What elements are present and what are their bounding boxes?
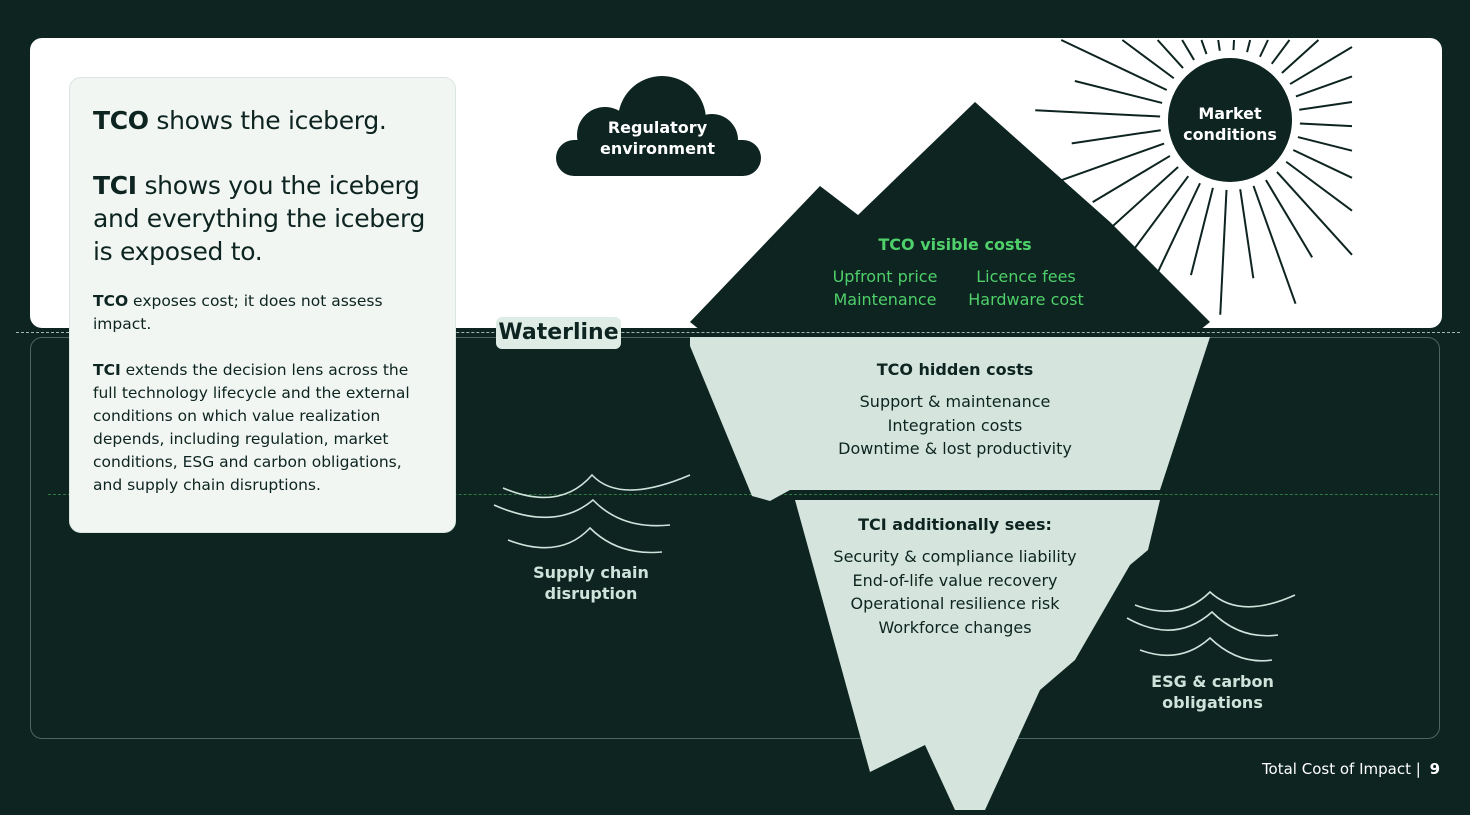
visible-cost-item: Hardware cost bbox=[968, 290, 1084, 309]
sun-ray bbox=[1289, 46, 1353, 85]
sun-ray bbox=[1265, 179, 1313, 258]
deep-water-rule bbox=[48, 494, 1438, 495]
hidden-costs-title: TCO hidden costs bbox=[876, 360, 1034, 379]
visible-cost-item: Maintenance bbox=[833, 290, 937, 309]
regulatory-label: Regulatory environment bbox=[600, 118, 715, 158]
sun-ray bbox=[1292, 149, 1353, 179]
tco-paragraph: TCO exposes cost; it does not assess imp… bbox=[93, 292, 383, 333]
sun-ray bbox=[1156, 39, 1184, 69]
hidden-cost-item: Integration costs bbox=[887, 415, 1023, 435]
sun-ray bbox=[1297, 136, 1353, 152]
sun-ray bbox=[1281, 39, 1320, 74]
waterline-rule bbox=[16, 332, 1460, 333]
footer: Total Cost of Impact | 9 bbox=[1262, 760, 1440, 778]
sun-ray bbox=[1190, 187, 1214, 276]
iceberg-visible-tip bbox=[690, 102, 1210, 330]
sun-ray bbox=[1285, 160, 1353, 212]
supply-chain-waves-icon bbox=[493, 473, 691, 554]
tci-item: Workforce changes bbox=[878, 617, 1032, 637]
cloud-icon bbox=[556, 76, 761, 176]
page-number: 9 bbox=[1429, 760, 1440, 778]
sun-ray bbox=[1092, 155, 1171, 203]
esg-waves-icon bbox=[1126, 590, 1296, 662]
visible-costs-title: TCO visible costs bbox=[878, 235, 1032, 254]
tci-sees-list: Security & compliance liability End-of-l… bbox=[805, 545, 1105, 639]
sun-ray bbox=[1121, 39, 1175, 80]
sun-ray bbox=[1217, 39, 1221, 51]
sun-ray bbox=[1299, 122, 1353, 128]
summary-card: TCO shows the iceberg. TCI shows you the… bbox=[69, 77, 456, 533]
tci-item: End-of-life value recovery bbox=[852, 570, 1058, 590]
esg-label: ESG & carbon obligations bbox=[1151, 672, 1274, 712]
sun-icon bbox=[1035, 39, 1353, 315]
supply-chain-label: Supply chain disruption bbox=[533, 563, 649, 603]
sun-ray bbox=[1270, 39, 1291, 65]
tci-sees-title: TCI additionally sees: bbox=[858, 515, 1052, 534]
tco-headline: TCO shows the iceberg. bbox=[93, 106, 387, 135]
sun-ray bbox=[1276, 171, 1353, 256]
sun-ray bbox=[1046, 142, 1165, 187]
sun-ray bbox=[1060, 39, 1168, 91]
sun-ray bbox=[1295, 75, 1353, 98]
tci-item: Security & compliance liability bbox=[833, 547, 1077, 566]
sun-ray bbox=[1074, 80, 1163, 104]
sun-ray bbox=[1239, 189, 1255, 279]
sun-ray bbox=[1133, 175, 1190, 250]
visible-cost-item: Upfront price bbox=[832, 267, 938, 286]
visible-cost-item: Licence fees bbox=[976, 267, 1076, 286]
sun-ray bbox=[1200, 39, 1208, 55]
sun-ray bbox=[1246, 39, 1252, 53]
hidden-cost-item: Downtime & lost productivity bbox=[838, 439, 1072, 458]
sun-ray bbox=[1035, 109, 1161, 118]
waterline-label: Waterline bbox=[496, 317, 621, 349]
iceberg-tci-layer bbox=[795, 500, 1160, 810]
iceberg-hidden-layer bbox=[690, 337, 1210, 501]
sun-ray bbox=[1252, 185, 1297, 304]
sun-ray bbox=[1299, 101, 1353, 111]
footer-separator: | bbox=[1410, 760, 1426, 778]
tci-item: Operational resilience risk bbox=[850, 594, 1060, 613]
tci-headline: TCI shows you the iceberg and everything… bbox=[93, 171, 426, 266]
sun-disc bbox=[1168, 58, 1292, 182]
sun-ray bbox=[1181, 39, 1195, 61]
sun-ray bbox=[1219, 189, 1228, 315]
tci-paragraph: TCI extends the decision lens across the… bbox=[93, 361, 410, 494]
hidden-cost-item: Support & maintenance bbox=[859, 392, 1051, 411]
sun-ray bbox=[1232, 39, 1236, 51]
footer-title: Total Cost of Impact bbox=[1261, 760, 1411, 778]
sun-ray bbox=[1071, 129, 1161, 145]
hidden-costs-list: Support & maintenance Integration costs … bbox=[805, 390, 1105, 461]
sun-ray bbox=[1259, 39, 1269, 58]
market-label: Market conditions bbox=[1183, 104, 1277, 144]
